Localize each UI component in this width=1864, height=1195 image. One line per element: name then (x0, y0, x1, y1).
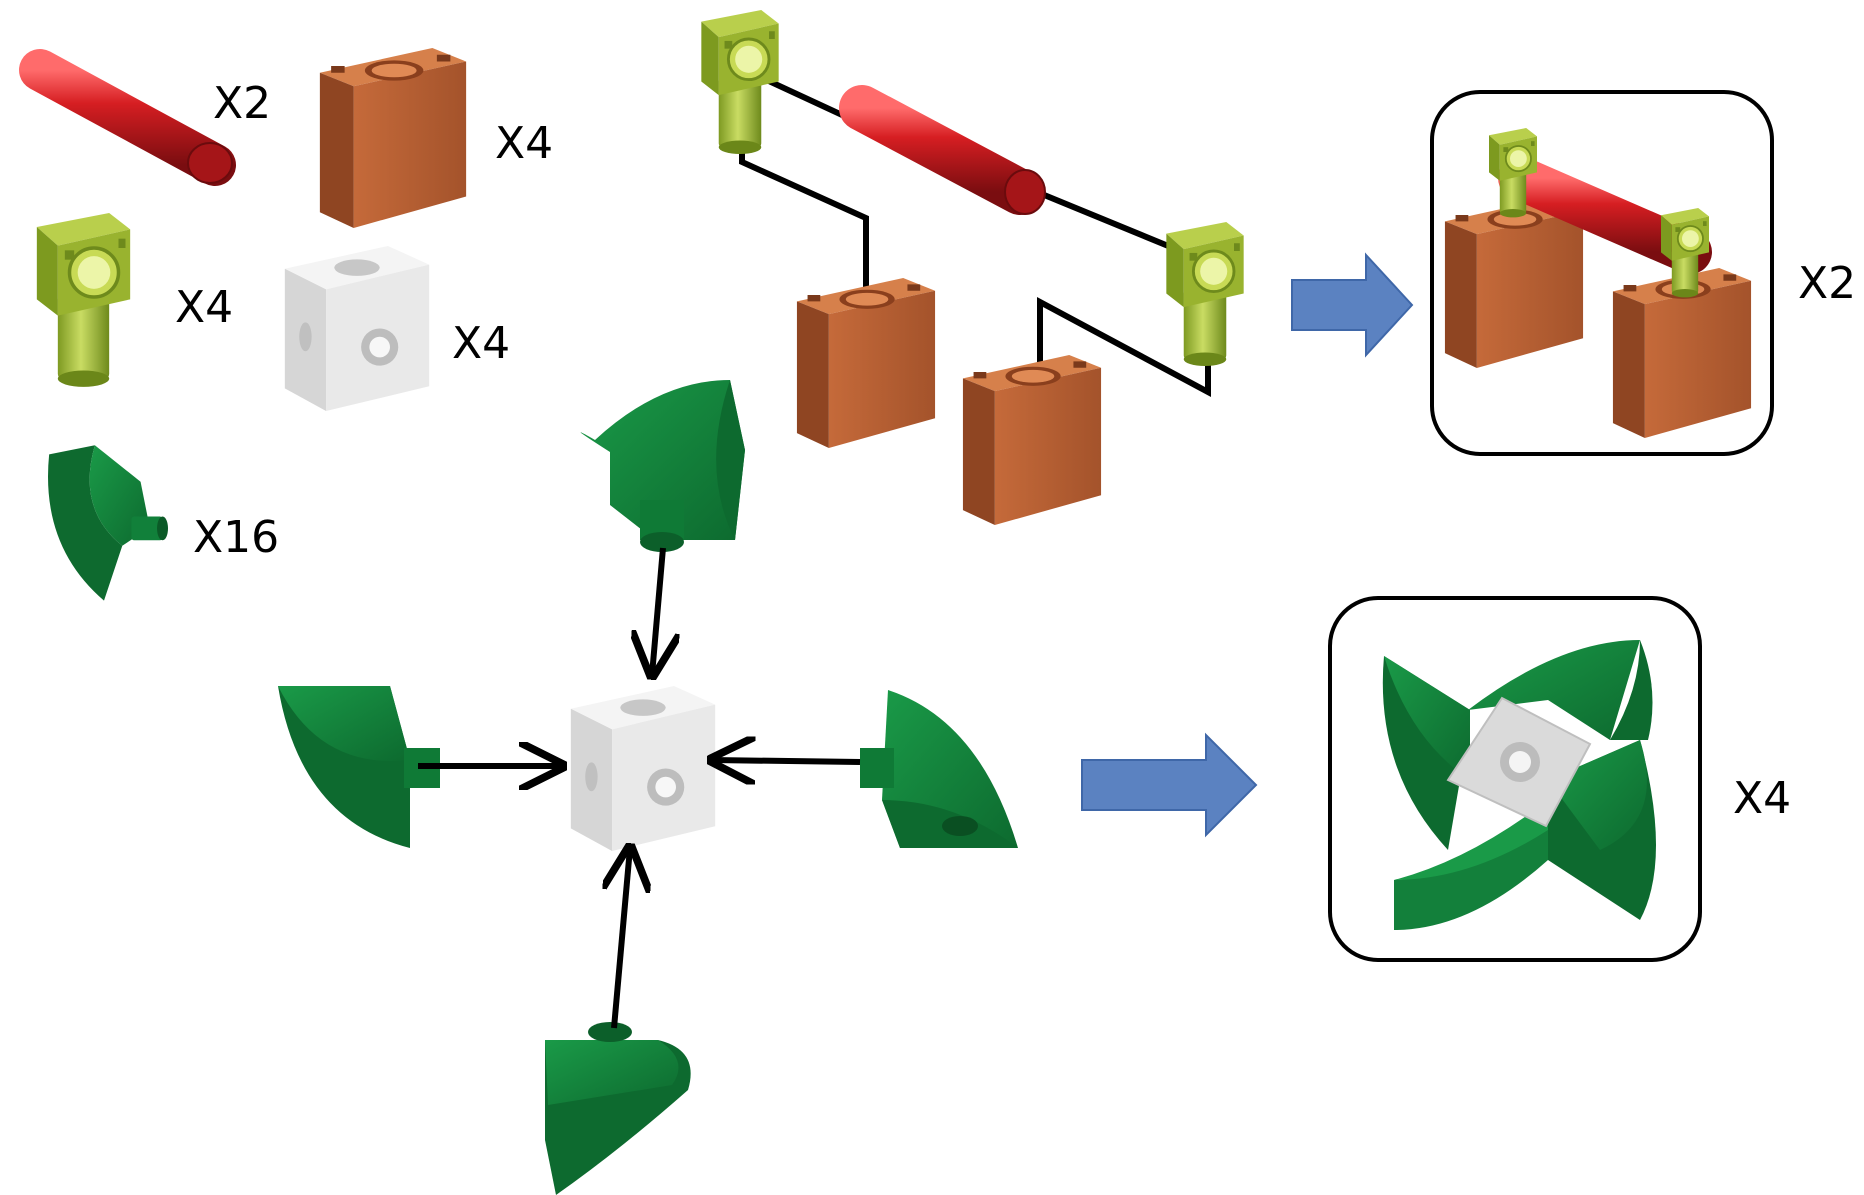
green-wing (860, 690, 1018, 848)
result-arrow-icon (1291, 252, 1414, 358)
rod-part (19, 49, 236, 186)
parts-list: X2 X4 X4 X4 X16 (19, 48, 553, 601)
green-wing (545, 1022, 691, 1195)
insert-arrow-icon (652, 547, 663, 675)
bridge-exploded-view (699, 8, 1246, 525)
rod (839, 85, 1046, 215)
brown-block (1444, 198, 1584, 368)
bridge-qty-label: X2 (1798, 258, 1856, 309)
lime-connector (699, 8, 781, 156)
guide-line (1037, 296, 1211, 398)
lime-connector (1164, 220, 1246, 368)
brown-block-part (319, 48, 467, 228)
guide-line (739, 150, 869, 298)
brown-block-qty-label: X4 (495, 118, 553, 169)
pinwheel-qty-label: X4 (1733, 773, 1791, 824)
brown-block (962, 355, 1102, 525)
lime-connector-part (37, 213, 130, 387)
brown-block (796, 278, 936, 448)
white-cube (570, 686, 716, 851)
insert-arrow-icon (614, 848, 630, 1029)
bridge-assembly: X2 (1430, 90, 1856, 456)
pinwheel-assembly: X4 (1328, 596, 1791, 962)
rod-qty-label: X2 (213, 78, 271, 129)
pinwheel-exploded-view (278, 380, 1018, 1195)
white-cube-qty-label: X4 (452, 318, 510, 369)
lime-connector-qty-label: X4 (175, 282, 233, 333)
white-cube-part (284, 246, 430, 411)
result-arrow-icon (1081, 732, 1258, 838)
insert-arrow-icon (712, 760, 861, 762)
green-wing-part (48, 445, 168, 601)
green-wing (580, 380, 745, 552)
green-wing-qty-label: X16 (193, 512, 279, 563)
green-wing (278, 686, 440, 848)
